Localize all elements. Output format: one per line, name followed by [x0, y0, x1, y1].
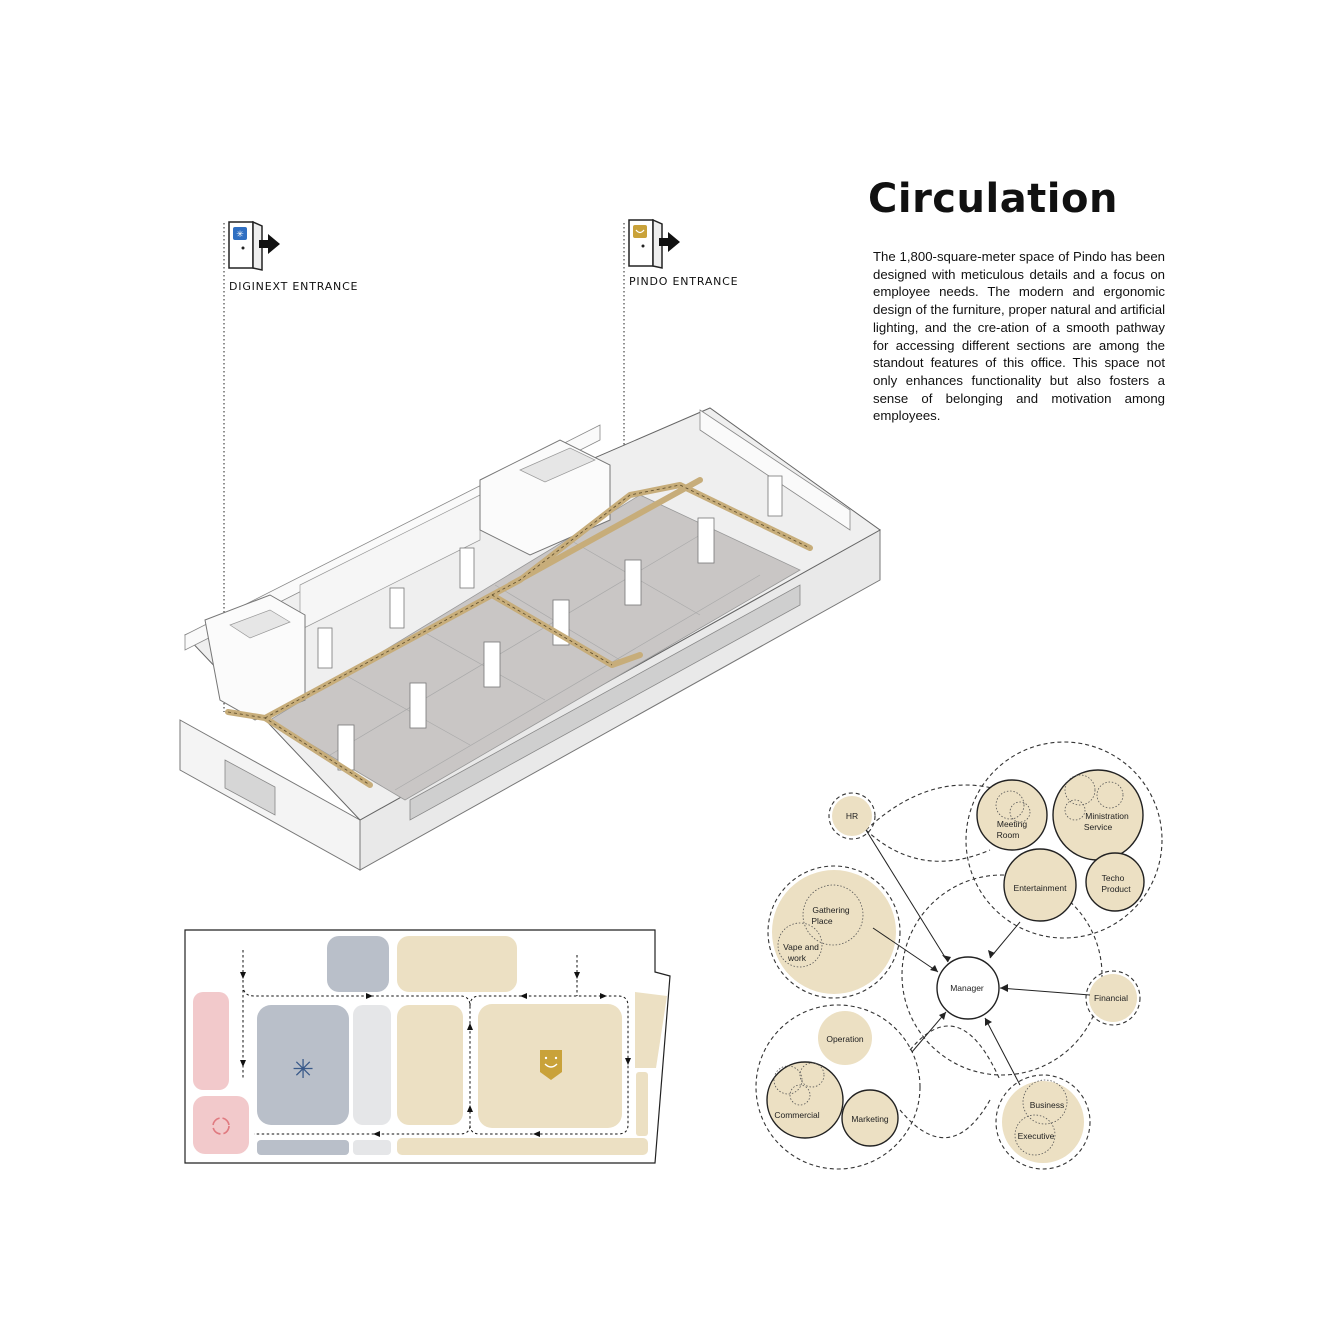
business-label: Business: [1030, 1100, 1065, 1110]
vape-label-2: work: [787, 953, 807, 963]
manager-bubble: [936, 956, 1000, 1020]
entertainment-bubble: [1003, 848, 1077, 922]
gathering-label-2: Place: [811, 916, 833, 926]
marketing-bubble: [841, 1089, 899, 1147]
entertainment-label: Entertainment: [1014, 883, 1068, 893]
techo-label-1: Techo: [1102, 873, 1125, 883]
meeting-room-label-1: Meeting: [997, 819, 1028, 829]
asterisk-icon: ✳: [292, 1055, 314, 1085]
vape-label-1: Vape and: [783, 942, 819, 952]
diginext-entrance-label: DIGINEXT ENTRANCE: [229, 280, 359, 293]
operation-label: Operation: [826, 1034, 864, 1044]
meeting-room-label-2: Room: [997, 830, 1020, 840]
commercial-label: Commercial: [774, 1110, 819, 1120]
page-title: Circulation: [868, 176, 1118, 222]
financial-label: Financial: [1094, 993, 1128, 1003]
plan-zone-beige-middle: [397, 1005, 463, 1125]
business-bubble: [1002, 1081, 1084, 1163]
hr-label: HR: [846, 811, 858, 821]
gathering-label-1: Gathering: [812, 905, 850, 915]
techo-bubble: [1085, 852, 1145, 912]
plan-zone-pink: [193, 992, 229, 1090]
plan-zone-pink-corner: [193, 1096, 249, 1154]
diginext-door-icon: ✳: [228, 220, 280, 271]
manager-label: Manager: [950, 983, 984, 993]
plan-zone-gray-small: [327, 936, 389, 992]
plan-zone-light: [353, 1005, 391, 1125]
meeting-room-bubble: [976, 779, 1048, 851]
marketing-label: Marketing: [851, 1114, 889, 1124]
techo-label-2: Product: [1101, 884, 1131, 894]
ministration-label-2: Service: [1084, 822, 1113, 832]
pindo-door-icon: [628, 218, 680, 269]
plan-zone-diginext: [257, 1005, 349, 1125]
executive-label: Executive: [1018, 1131, 1055, 1141]
plan-zone-beige-right: [635, 992, 667, 1068]
axonometric-floor-plan: [179, 407, 881, 871]
plan-zone-beige-top: [397, 936, 517, 992]
bubble-diagram: HR Meeting Room Ministration Service Ent…: [755, 741, 1163, 1170]
ministration-label-1: Ministration: [1085, 811, 1129, 821]
svg-text:✳: ✳: [236, 230, 244, 240]
diginext-logo-icon: [212, 1117, 230, 1135]
commercial-bubble: [766, 1061, 844, 1139]
floor-plan-2d: ✳: [184, 929, 671, 1164]
pindo-entrance-label: PINDO ENTRANCE: [629, 275, 739, 288]
description-paragraph: The 1,800-square-meter space of Pindo ha…: [873, 249, 1165, 424]
